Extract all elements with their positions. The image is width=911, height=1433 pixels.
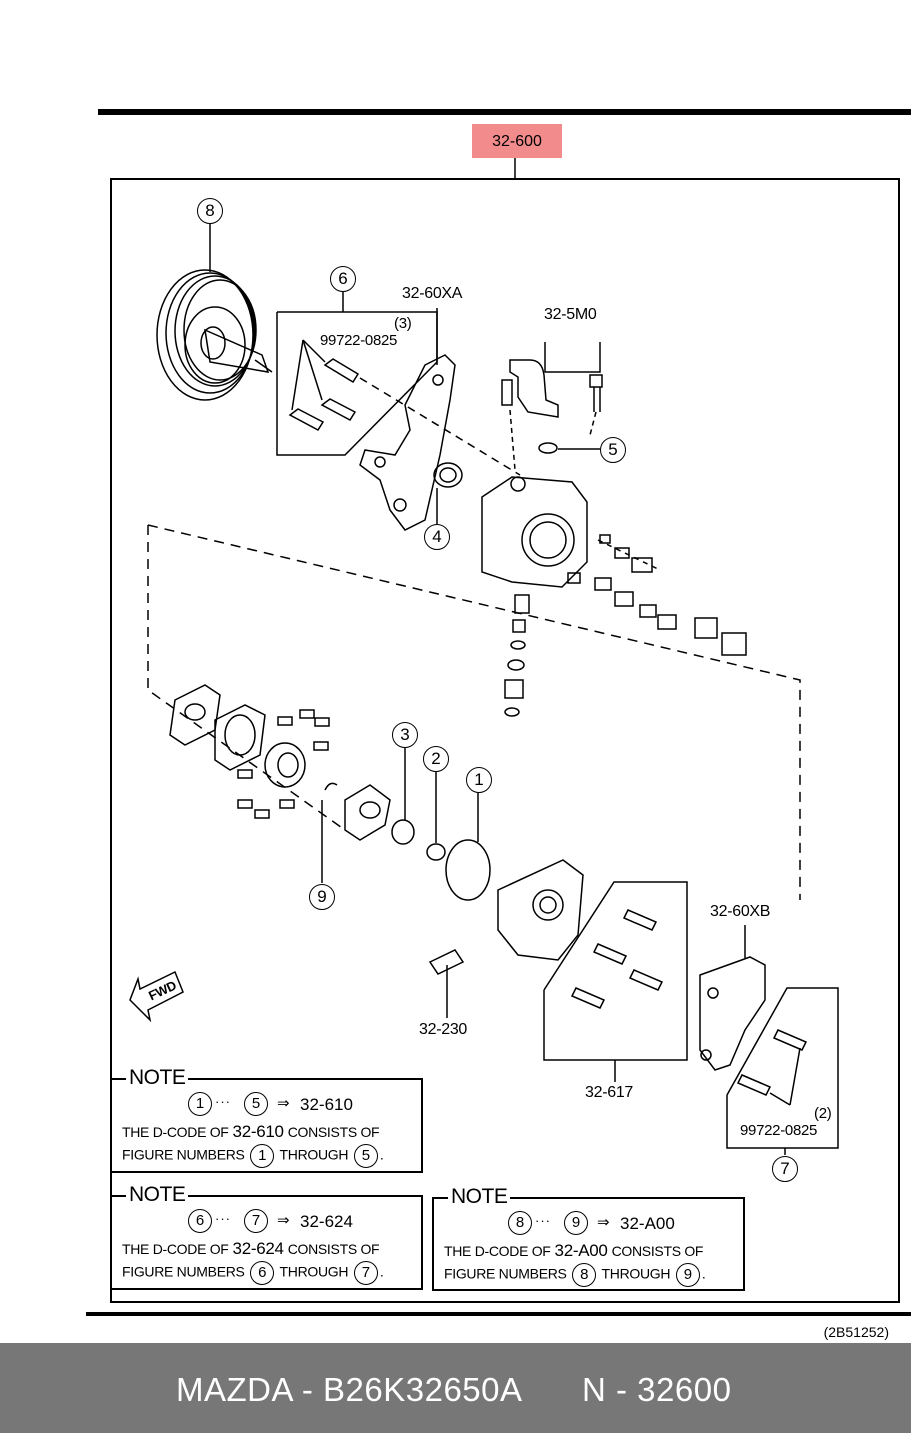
note-arrow-icon: ⇒ [277, 1095, 290, 1112]
bottom-rule [86, 1312, 911, 1316]
note-range: 1 ··· 5 ⇒ 32-610 [112, 1092, 421, 1118]
bolts-7 [736, 1029, 808, 1106]
figure-reference: (2B51252) [823, 1324, 889, 1340]
callout-7[interactable]: 7 [772, 1156, 798, 1182]
cartridge-parts [169, 684, 391, 841]
note-range: 8 ··· 9 ⇒ 32-A00 [434, 1211, 743, 1237]
label-bolt-code-1[interactable]: 99722-0825 [320, 332, 398, 349]
main-part-code[interactable]: 32-600 [472, 124, 562, 158]
bracket-b [699, 925, 766, 1071]
note-title: NOTE [448, 1185, 511, 1209]
note-code[interactable]: 32-A00 [620, 1214, 675, 1233]
pulley-drawing [156, 224, 273, 401]
callout-9[interactable]: 9 [309, 884, 335, 910]
callout-1[interactable]: 1 [466, 767, 492, 793]
pipe-assy [501, 342, 603, 471]
bracket-a [359, 308, 456, 531]
footer-bar: MAZDA - B26K32650A N - 32600 [0, 1343, 911, 1433]
label-bracket-b[interactable]: 32-60XB [710, 903, 771, 920]
note-line-3: FIGURE NUMBERS 1 THROUGH 5. [122, 1144, 384, 1168]
label-bolt-qty-2: (2) [814, 1105, 832, 1122]
note-line-3: FIGURE NUMBERS 6 THROUGH 7. [122, 1261, 384, 1285]
label-bolt-code-2[interactable]: 99722-0825 [740, 1122, 818, 1139]
diagram-frame [110, 178, 900, 1303]
callout-2[interactable]: 2 [423, 746, 449, 772]
note-arrow-icon: ⇒ [277, 1212, 290, 1229]
note-from-callout: 1 [188, 1092, 212, 1116]
callout-6[interactable]: 6 [330, 266, 356, 292]
label-bracket-a[interactable]: 32-60XA [402, 285, 463, 302]
label-bolt-set[interactable]: 32-617 [585, 1084, 634, 1101]
exploded-view-drawing [129, 158, 839, 1155]
footer-brand-part: MAZDA - B26K32650A [176, 1371, 523, 1408]
note-line-3: FIGURE NUMBERS 8 THROUGH 9. [444, 1263, 706, 1287]
pump-bottom-parts [504, 594, 530, 717]
note-dots: ··· [215, 1211, 231, 1226]
note-code[interactable]: 32-624 [300, 1212, 353, 1231]
bolts-6 [288, 339, 360, 431]
fwd-arrow [129, 970, 184, 1023]
pump-body [481, 476, 661, 588]
rear-housing [497, 859, 584, 961]
note-to-callout: 7 [244, 1209, 268, 1233]
note-to-callout: 5 [244, 1092, 268, 1116]
note-arrow-icon: ⇒ [597, 1214, 610, 1231]
note-dots: ··· [535, 1213, 551, 1228]
bolts-617 [570, 909, 664, 1009]
footer-n-code: N - 32600 [582, 1371, 732, 1408]
callout-8[interactable]: 8 [197, 198, 223, 224]
label-bolt-qty-1: (3) [394, 315, 412, 332]
note-dots: ··· [215, 1094, 231, 1109]
callout-5[interactable]: 5 [600, 437, 626, 463]
note-title: NOTE [126, 1066, 189, 1090]
label-sensor[interactable]: 32-230 [419, 1021, 468, 1038]
note-to-callout: 9 [564, 1211, 588, 1235]
note-from-callout: 8 [508, 1211, 532, 1235]
callout-3[interactable]: 3 [392, 722, 418, 748]
callout-4[interactable]: 4 [424, 524, 450, 550]
note-from-callout: 6 [188, 1209, 212, 1233]
label-pipe-assy[interactable]: 32-5M0 [544, 306, 597, 323]
pump-valve-parts [567, 534, 747, 656]
note-range: 6 ··· 7 ⇒ 32-624 [112, 1209, 421, 1235]
note-title: NOTE [126, 1183, 189, 1207]
top-rule [98, 109, 911, 115]
note-code[interactable]: 32-610 [300, 1095, 353, 1114]
